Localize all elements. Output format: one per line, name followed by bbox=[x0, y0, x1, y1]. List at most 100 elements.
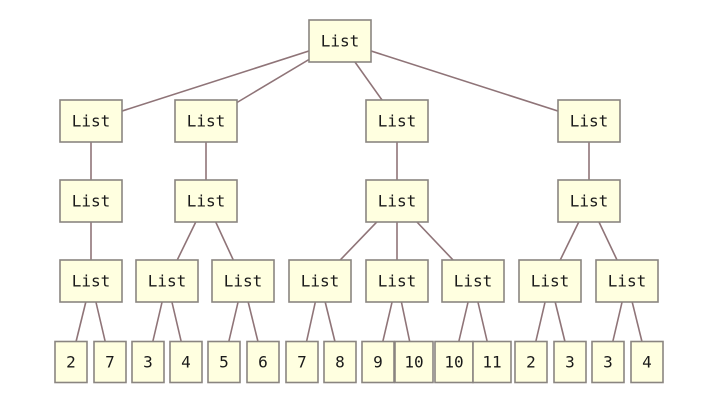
node-label: List bbox=[608, 272, 647, 291]
leaf-node: 3 bbox=[591, 340, 625, 384]
node-label: 10 bbox=[404, 353, 423, 372]
leaf-node: 2 bbox=[54, 340, 88, 384]
list-node: List bbox=[441, 259, 505, 303]
node-box bbox=[441, 259, 505, 303]
node-box bbox=[211, 259, 275, 303]
node-label: 10 bbox=[444, 353, 463, 372]
leaf-node: 7 bbox=[285, 340, 319, 384]
node-box bbox=[285, 340, 319, 384]
list-node: List bbox=[518, 259, 582, 303]
node-label: List bbox=[378, 192, 417, 211]
leaf-node: 10 bbox=[394, 340, 434, 384]
node-label: 3 bbox=[565, 353, 575, 372]
list-node: List bbox=[135, 259, 199, 303]
node-box bbox=[59, 179, 123, 223]
list-node: List bbox=[365, 179, 429, 223]
leaf-node: 5 bbox=[207, 340, 241, 384]
list-node: List bbox=[365, 99, 429, 143]
node-box bbox=[207, 340, 241, 384]
node-box bbox=[169, 340, 203, 384]
node-label: List bbox=[321, 32, 360, 51]
node-label: 4 bbox=[642, 353, 652, 372]
node-label: List bbox=[72, 192, 111, 211]
node-box bbox=[365, 259, 429, 303]
leaf-node: 3 bbox=[553, 340, 587, 384]
node-box bbox=[174, 99, 238, 143]
leaf-node: 4 bbox=[630, 340, 664, 384]
list-node: List bbox=[595, 259, 659, 303]
node-label: 2 bbox=[526, 353, 536, 372]
node-label: List bbox=[570, 112, 609, 131]
node-label: List bbox=[187, 192, 226, 211]
node-box bbox=[434, 340, 474, 384]
node-label: List bbox=[187, 112, 226, 131]
list-node: List bbox=[211, 259, 275, 303]
leaf-node: 10 bbox=[434, 340, 474, 384]
list-node: List bbox=[557, 99, 621, 143]
node-box bbox=[308, 19, 372, 63]
list-node: List bbox=[288, 259, 352, 303]
node-label: List bbox=[148, 272, 187, 291]
node-box bbox=[93, 340, 127, 384]
node-box bbox=[361, 340, 395, 384]
node-box bbox=[246, 340, 280, 384]
node-label: 8 bbox=[335, 353, 345, 372]
tree-edge bbox=[90, 40, 341, 122]
node-box bbox=[365, 179, 429, 223]
node-box bbox=[595, 259, 659, 303]
node-label: List bbox=[570, 192, 609, 211]
node-label: 9 bbox=[373, 353, 383, 372]
node-box bbox=[518, 259, 582, 303]
node-label: 11 bbox=[482, 353, 501, 372]
node-box bbox=[174, 179, 238, 223]
node-box bbox=[472, 340, 512, 384]
node-box bbox=[557, 179, 621, 223]
node-label: 3 bbox=[143, 353, 153, 372]
node-box bbox=[288, 259, 352, 303]
node-box bbox=[591, 340, 625, 384]
node-box bbox=[394, 340, 434, 384]
node-label: 3 bbox=[603, 353, 613, 372]
node-label: List bbox=[72, 272, 111, 291]
node-box bbox=[323, 340, 357, 384]
node-box bbox=[59, 259, 123, 303]
node-box bbox=[135, 259, 199, 303]
node-label: List bbox=[224, 272, 263, 291]
node-label: 5 bbox=[219, 353, 229, 372]
list-node: List bbox=[308, 19, 372, 63]
leaf-node: 2 bbox=[514, 340, 548, 384]
node-label: 7 bbox=[297, 353, 307, 372]
list-node: List bbox=[59, 259, 123, 303]
leaf-node: 8 bbox=[323, 340, 357, 384]
node-box bbox=[630, 340, 664, 384]
node-label: 7 bbox=[105, 353, 115, 372]
leaf-node: 3 bbox=[131, 340, 165, 384]
node-box bbox=[131, 340, 165, 384]
list-node: List bbox=[174, 179, 238, 223]
leaf-node: 9 bbox=[361, 340, 395, 384]
leaf-node: 11 bbox=[472, 340, 512, 384]
node-label: 2 bbox=[66, 353, 76, 372]
node-label: List bbox=[301, 272, 340, 291]
node-label: List bbox=[378, 112, 417, 131]
node-label: 4 bbox=[181, 353, 191, 372]
node-label: List bbox=[72, 112, 111, 131]
leaf-node: 7 bbox=[93, 340, 127, 384]
list-node: List bbox=[59, 99, 123, 143]
list-node: List bbox=[557, 179, 621, 223]
node-box bbox=[59, 99, 123, 143]
node-box bbox=[514, 340, 548, 384]
node-label: List bbox=[531, 272, 570, 291]
node-box bbox=[365, 99, 429, 143]
list-node: List bbox=[59, 179, 123, 223]
leaf-node: 4 bbox=[169, 340, 203, 384]
node-box bbox=[54, 340, 88, 384]
node-box bbox=[553, 340, 587, 384]
tree-edge bbox=[339, 40, 590, 122]
leaf-node: 6 bbox=[246, 340, 280, 384]
node-label: List bbox=[454, 272, 493, 291]
node-box bbox=[557, 99, 621, 143]
node-label: List bbox=[378, 272, 417, 291]
